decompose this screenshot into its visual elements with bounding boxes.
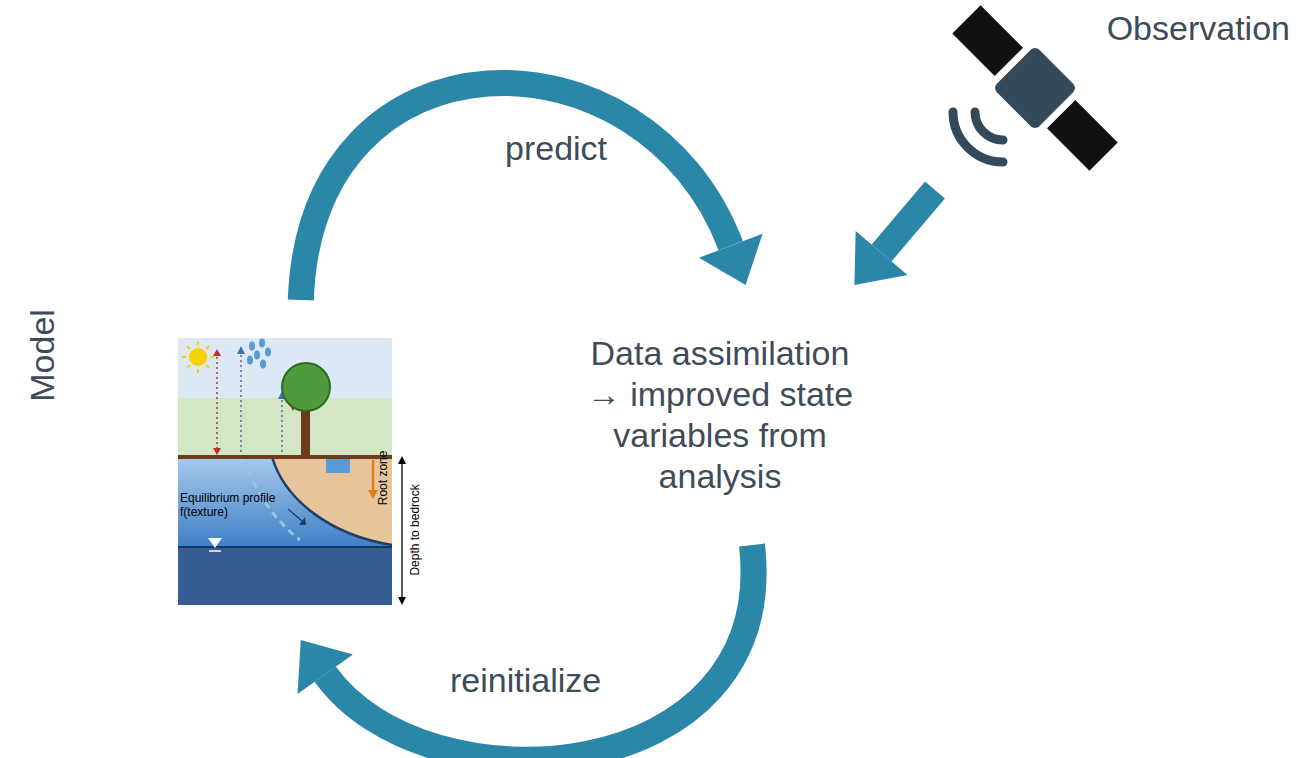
leader-line (288, 509, 306, 525)
rain-drops (247, 339, 271, 369)
leader (288, 509, 302, 521)
edge-label: predict (505, 128, 607, 169)
root-zone-line (372, 460, 375, 492)
cycle-arrow (854, 190, 935, 285)
ground-surface (178, 455, 392, 459)
observation-node: Observation (900, 5, 1300, 190)
signal-wave (975, 112, 1003, 140)
arrow-body (882, 190, 935, 253)
arrow-head (213, 349, 221, 356)
vegetation-band (178, 398, 392, 457)
depth-arrow (398, 456, 406, 605)
wet-soil (178, 457, 392, 547)
solar-panel (952, 5, 1023, 76)
transpiration-arrow (281, 395, 283, 455)
illustration-label: Depth to bedrock (409, 484, 423, 575)
satellite (945, 0, 1125, 178)
node-text: Data assimilation → improved state varia… (575, 333, 865, 496)
cycle-arrow (301, 83, 763, 300)
water-table (178, 546, 392, 548)
equilibrium-curve (272, 457, 392, 545)
cycle-arrow (298, 545, 754, 758)
illustration-label: Equilibrium profile f(texture) (180, 492, 292, 520)
radiation-arrow (216, 352, 218, 452)
tree (282, 363, 330, 457)
soil-column (178, 338, 392, 605)
satellite-body-group (945, 0, 1125, 178)
depth-line (401, 462, 402, 598)
groundwater (178, 547, 392, 605)
solar-panel (1047, 100, 1118, 171)
water-table-symbol (208, 538, 222, 548)
arrow-head (299, 517, 306, 525)
flux-arrows (213, 346, 297, 455)
sun-rays (182, 341, 214, 373)
analysis-node: Data assimilation → improved state varia… (560, 285, 880, 545)
illustration-label: Root zone (377, 451, 391, 506)
evaporation-arrow (240, 350, 242, 455)
root-step (326, 457, 350, 473)
node-text: Observation (1107, 8, 1290, 49)
node-text: Model (22, 309, 63, 402)
water-table-symbol (209, 550, 221, 552)
edge-label: reinitialize (450, 660, 601, 701)
arrow-body (301, 83, 731, 300)
arrow-head (398, 456, 406, 464)
arrow-head (398, 597, 406, 605)
arrow-head (237, 346, 245, 354)
sun-disc (189, 348, 207, 366)
arrow-body (325, 545, 753, 758)
model-node: Model (20, 300, 410, 640)
signal-wave (953, 112, 1003, 162)
tree-crown (282, 363, 330, 411)
sun (182, 341, 214, 373)
arrow-head (213, 448, 221, 455)
dry-soil (178, 457, 392, 547)
